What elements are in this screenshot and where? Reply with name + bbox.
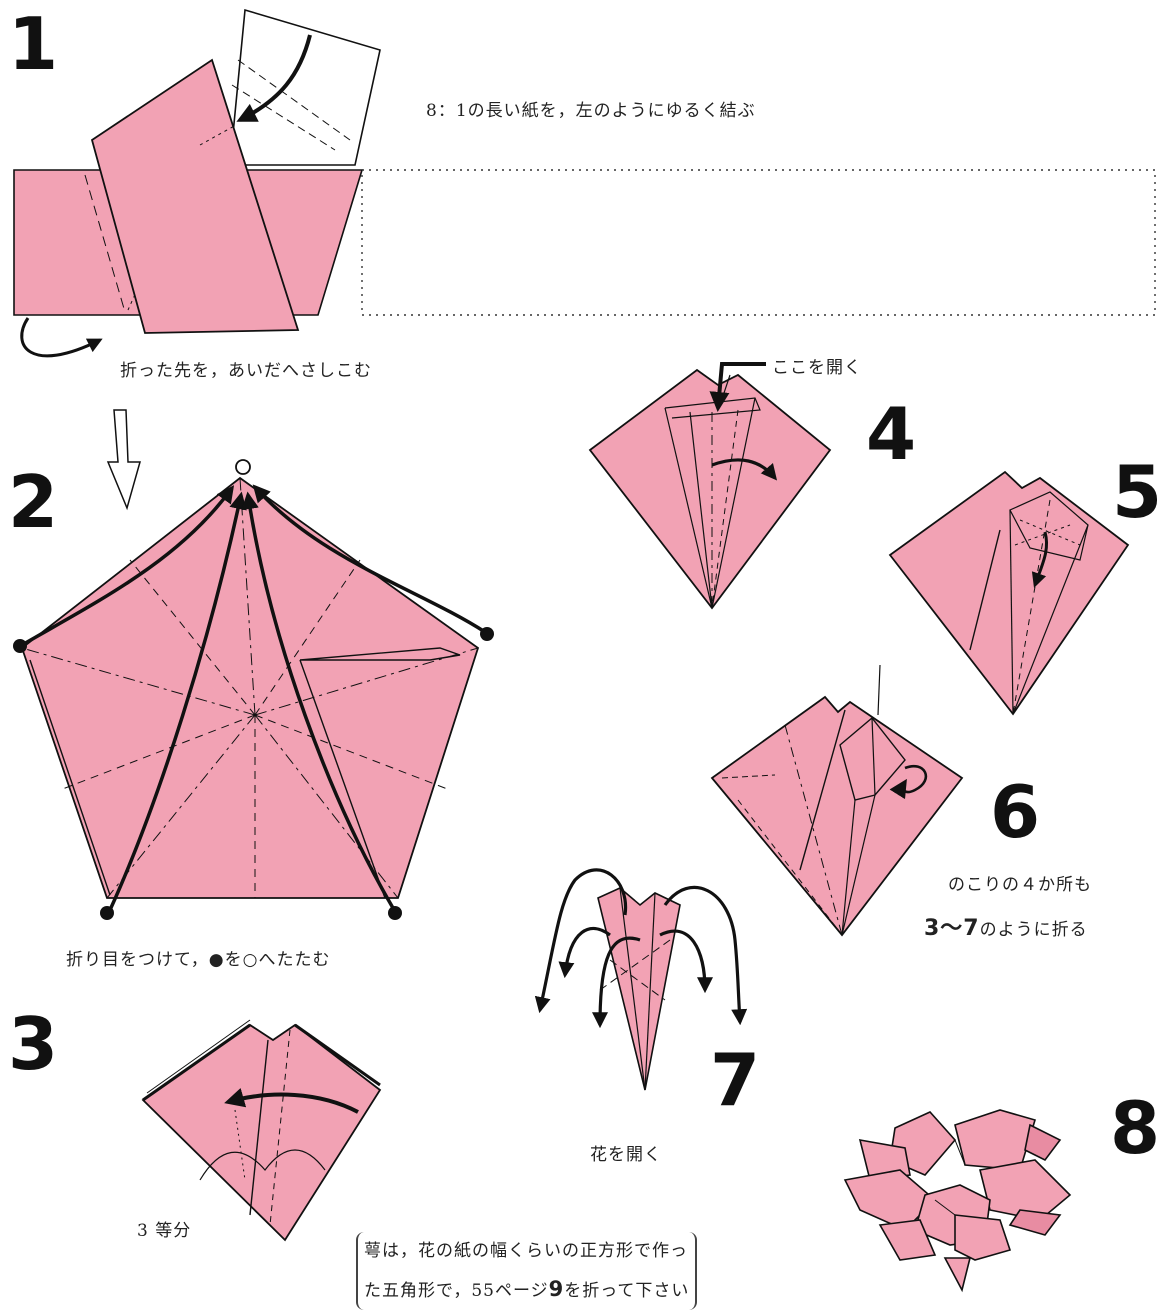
step-number-6: 6: [990, 776, 1040, 848]
step6-range: 3～7: [924, 916, 980, 941]
step6-repeat-text: のように折る: [980, 920, 1088, 940]
black-dot-icon: [388, 906, 402, 920]
step5-kite: [890, 472, 1128, 714]
step-number-1: 1: [8, 8, 58, 80]
open-circle-icon: [236, 460, 250, 474]
note-line-2: た五角形で，55ページ9を折って下さい: [364, 1270, 689, 1310]
step7-body: [598, 888, 680, 1090]
note-line-1: 萼は，花の紙の幅くらいの正方形で作っ: [364, 1232, 689, 1270]
step-number-3: 3: [8, 1008, 58, 1080]
step6-kite: [712, 697, 962, 935]
step6-repeat-line1: のこりの４か所も: [948, 870, 1092, 895]
step-number-7: 7: [710, 1044, 760, 1116]
black-dot-icon: [13, 639, 27, 653]
step1-tuck-caption: 折った先を，あいだへさしこむ: [120, 356, 372, 381]
step8-figure: [845, 1110, 1070, 1290]
step1-tuck-arrow: [22, 318, 100, 356]
step2-fold-caption: 折り目をつけて，●を○へたたむ: [66, 945, 330, 970]
step2-figure: [13, 460, 494, 920]
step3-kite: [143, 1025, 380, 1240]
note-line-3-text: を折って下さい: [564, 1281, 689, 1301]
step7-open-flower-caption: 花を開く: [590, 1140, 662, 1165]
step1-figure: [14, 10, 1155, 356]
black-dot-icon: [480, 627, 494, 641]
note-line-2-text: た五角形で，55ページ: [364, 1281, 549, 1301]
step3-figure: [143, 1020, 380, 1240]
step5-figure: [890, 472, 1128, 714]
note-step-ref: 9: [549, 1277, 565, 1301]
step4-figure: [590, 364, 830, 608]
step6-figure: [712, 665, 962, 935]
step2-pentagon: [22, 478, 478, 898]
black-dot-icon: [100, 906, 114, 920]
step-number-8: 8: [1110, 1092, 1157, 1164]
step-number-5: 5: [1112, 456, 1157, 528]
step4-open-here-caption: ここを開く: [772, 353, 862, 378]
step-number-4: 4: [866, 398, 916, 470]
step6-repeat-line2: 3～7のように折る: [924, 910, 1088, 942]
step1-instruction: 8：1の長い紙を，左のようにゆるく結ぶ: [426, 96, 756, 121]
step1-white-strip: [230, 10, 380, 165]
step-number-2: 2: [8, 466, 58, 538]
calyx-note: 萼は，花の紙の幅くらいの正方形で作っ た五角形で，55ページ9を折って下さい: [356, 1232, 697, 1310]
step3-divide-caption: 3 等分: [137, 1216, 191, 1241]
outline-down-arrow-icon: [108, 410, 140, 508]
step1-band-extension: [362, 170, 1155, 315]
